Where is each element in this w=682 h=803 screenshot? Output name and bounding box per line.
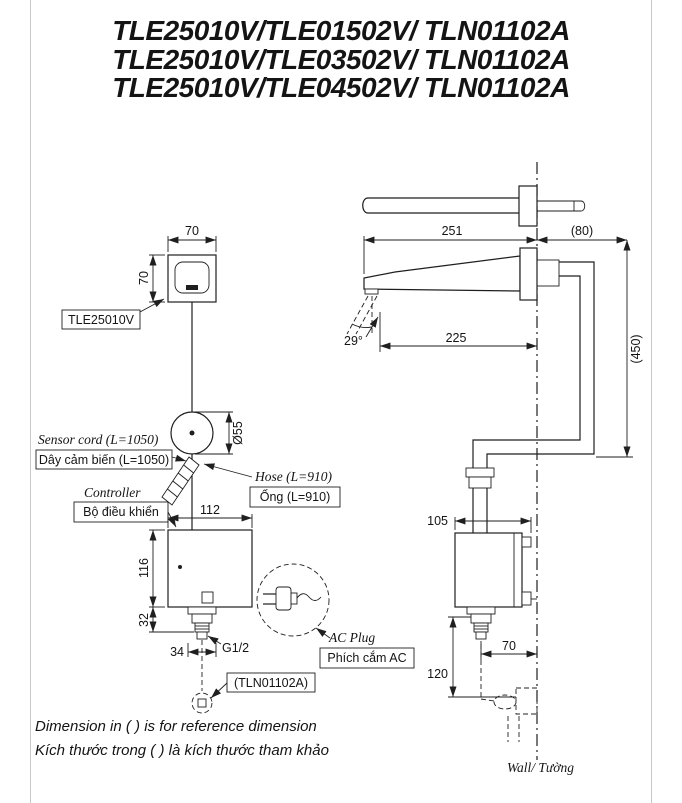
title-line: TLE25010V/TLE03502V/ TLN01102A [112,44,570,75]
outlet-fitting-side [466,606,496,640]
hose-part [161,456,200,506]
side-view: 29° 251 (80) (450) 225 105 [344,162,643,775]
footnote-en: Dimension in ( ) is for reference dimens… [35,718,317,735]
ac-plug-label-en: AC Plug [328,630,375,645]
title-block: TLE25010V/TLE01502V/ TLN01102A TLE25010V… [112,15,570,103]
valve-model-text: (TLN01102A) [234,676,308,690]
spout-side-view [363,247,538,301]
sensor-cord-label: Sensor cord (L=1050) Dây cảm biến (L=105… [35,432,187,470]
dim-controller-depth: 105 [427,514,532,533]
supply-pipe [465,259,595,533]
dim-behind-wall: (80) [537,224,627,244]
plug-cord [296,593,322,601]
sensor-cord-label-en: Sensor cord (L=1050) [38,432,159,447]
plug-body [275,586,292,611]
sensor-model-text: TLE25010V [68,313,135,327]
dim-controller-width: 112 [167,503,253,528]
sensor-model-label: TLE25010V [61,298,165,330]
dim-label: 70 [137,271,151,285]
stop-valve-side [480,644,538,742]
cord-loop [170,411,214,455]
sensor-cord-label-vi: Dây cảm biến (L=1050) [39,453,169,467]
dim-label: 70 [185,224,199,238]
thread-size-label: G1/2 [207,635,249,655]
dim-label: 116 [137,558,151,578]
stream-angle-label: 29° [344,334,363,348]
hose-label: Hose (L=910) Ống (L=910) [203,463,341,508]
dim-label: 225 [446,331,467,345]
dim-label: 112 [200,503,220,517]
controller-box [167,529,253,608]
front-view: 70 70 TLE25010V Ø55 Sensor cord (L=1050) [35,224,415,714]
stop-valve-reference [191,640,213,714]
dim-label: Ø55 [231,421,245,445]
page-border-lines [30,0,652,803]
spout-plan-view [362,185,586,227]
dim-cord-loop: Ø55 [195,411,245,455]
angle-arc [351,323,373,328]
footnote-vi: Kích thước trong ( ) là kích thước tham … [35,742,329,759]
ac-plug-label-vi: Phích cắm AC [327,650,406,665]
dim-label: 32 [137,613,151,627]
dim-stream-reach: 225 [379,312,537,352]
dim-sensor-width: 70 [167,224,217,252]
outlet-fitting-front [187,606,217,640]
water-stream: 29° [344,295,379,348]
mounting-tab [521,591,532,606]
dim-label: 251 [442,224,463,238]
thread-size-text: G1/2 [222,641,249,655]
dim-spout-length: 251 [363,224,537,274]
mounting-tab [521,536,532,548]
dim-label: 34 [170,645,184,659]
dim-valve-drop: 120 [427,616,516,698]
controller-label-en: Controller [84,485,141,500]
dim-controller-height: 116 [137,529,165,608]
hose-label-vi: Ống (L=910) [260,489,331,504]
dim-label: (80) [571,224,593,238]
wall-label: Wall/ Tường [507,760,574,775]
footnotes: Dimension in ( ) is for reference dimens… [35,718,329,759]
valve-handle [493,694,517,710]
dim-label: 105 [427,514,448,528]
hose-label-en: Hose (L=910) [254,469,332,484]
spout-body [363,255,521,292]
controller-label-vi: Bộ điều khiển [83,505,159,519]
controller-label: Controller Bộ điều khiển [73,485,177,528]
title-line: TLE25010V/TLE01502V/ TLN01102A [112,15,570,46]
sensor-unit [167,254,217,303]
dim-outlet-to-wall: 70 [480,639,537,660]
dim-outlet-width: 34 [170,643,217,659]
dim-label: 70 [502,639,516,653]
controller-side-view [454,532,537,608]
valve-model-label: (TLN01102A) [210,672,316,699]
sensor-window [186,285,198,290]
dim-label: 120 [427,667,448,681]
title-line: TLE25010V/TLE04502V/ TLN01102A [112,72,570,103]
dim-install-height: (450) [596,240,643,458]
ac-plug-detail: AC Plug Phích cắm AC [256,563,415,669]
dim-label: (450) [629,334,643,363]
aerator [364,288,379,295]
dim-sensor-height: 70 [137,254,165,303]
spout-flange [519,247,538,301]
dim-outlet-height: 32 [137,607,194,633]
spout-flange [518,185,538,227]
